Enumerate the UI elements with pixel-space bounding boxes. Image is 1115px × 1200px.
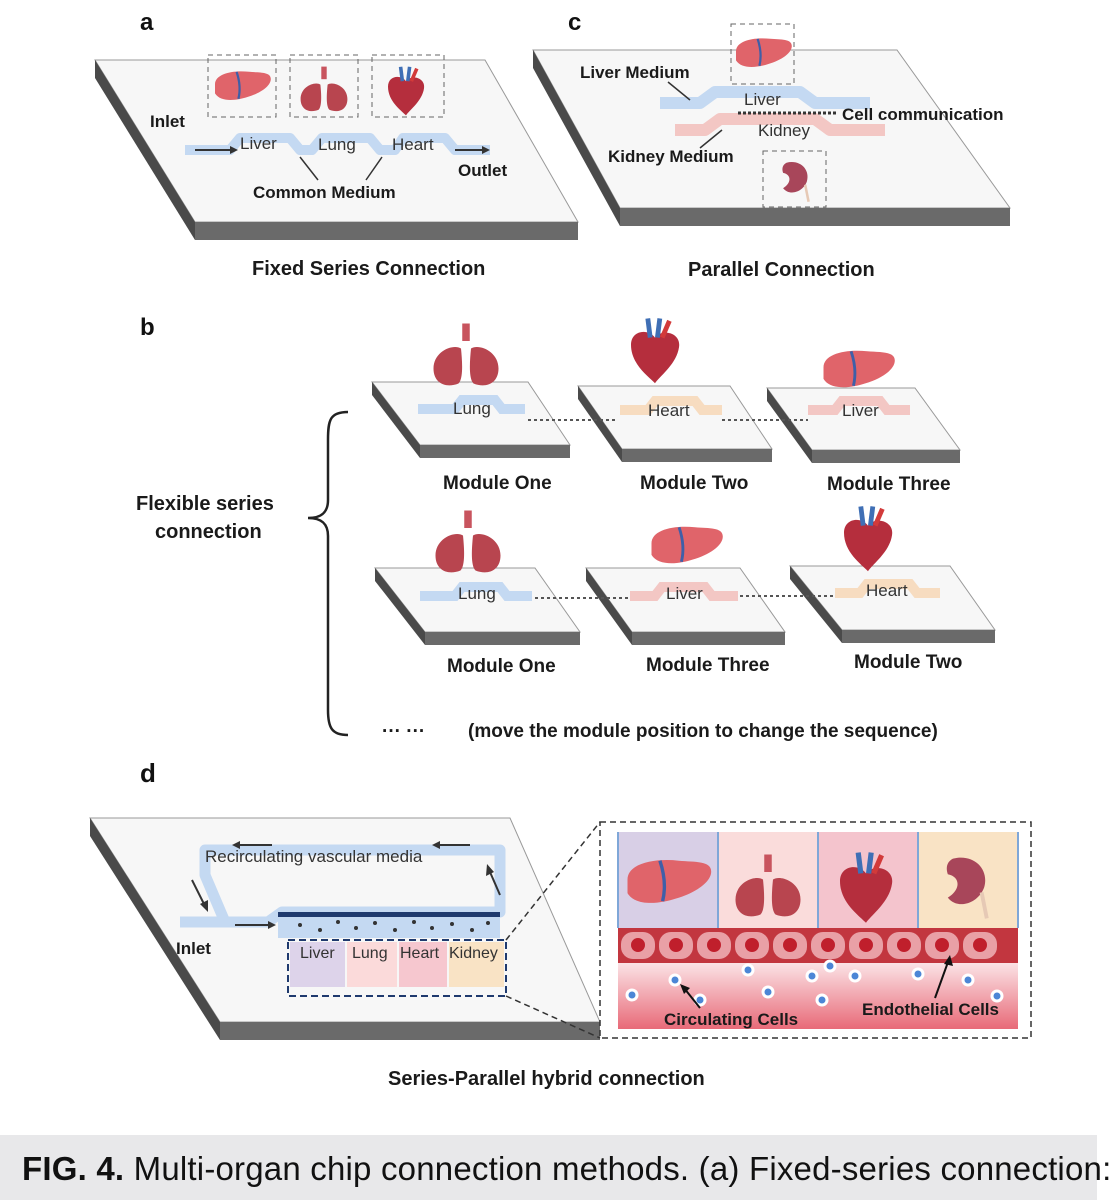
panel-c: c Liver Medium Kidney Medium Liver Kidne… <box>532 9 1011 281</box>
panel-b-row1-organ1: Lung <box>453 399 491 418</box>
panel-d-caption: Series-Parallel hybrid connection <box>388 1068 705 1090</box>
panel-a-lung-box <box>289 54 359 118</box>
panel-d-chamber-heart: Heart <box>400 945 440 962</box>
panel-a: a Inlet Outlet Liver Lung Heart Common M… <box>94 9 579 280</box>
panel-b-note: (move the module position to change the … <box>468 721 938 742</box>
panel-b-row1-organ2: Heart <box>648 401 690 420</box>
panel-d-circulating: Circulating Cells <box>664 1010 798 1029</box>
panel-a-organ-liver: Liver <box>240 134 277 153</box>
panel-b-row2-module3 <box>788 506 996 643</box>
figure-caption-label: FIG. 4. <box>22 1150 125 1187</box>
panel-b-row1-organ3: Liver <box>842 401 879 420</box>
panel-d-letter: d <box>140 758 156 788</box>
panel-d-chamber-liver: Liver <box>300 945 335 962</box>
panel-d-recirc-loop <box>180 844 506 928</box>
panel-b-row2-organ1: Lung <box>458 584 496 603</box>
panel-b-row2-module1 <box>373 510 581 645</box>
panel-c-kidney-medium: Kidney Medium <box>608 147 734 166</box>
panel-d-recirc: Recirculating vascular media <box>205 847 423 866</box>
panel-a-heart-box <box>371 54 445 118</box>
panel-a-inlet: Inlet <box>150 112 185 131</box>
panel-d-chamber-kidney: Kidney <box>449 945 498 962</box>
panel-b-row1-module1 <box>370 323 571 458</box>
panel-d-zoom-source <box>287 939 507 997</box>
panel-a-organ-heart: Heart <box>392 135 434 154</box>
panel-d-cells <box>298 920 490 932</box>
panel-b-row1-module1-label: Module One <box>443 473 552 494</box>
panel-b-bracket-line1: Flexible series <box>136 493 274 515</box>
panel-b-brace <box>307 410 349 737</box>
panel-b-row2-module1-label: Module One <box>447 656 556 677</box>
panel-b-row2-organ3: Heart <box>866 581 908 600</box>
panel-b-row2-module2-label: Module Three <box>646 655 770 676</box>
figure-caption-band <box>0 1135 1097 1200</box>
panel-b: b Flexible series connection Lun <box>136 314 996 742</box>
panel-c-kidney-label: Kidney <box>758 121 810 140</box>
panel-d-endothelial: Endothelial Cells <box>862 1000 999 1019</box>
panel-d: d Recirculating vascular media Inlet Liv… <box>89 758 1032 1090</box>
panel-b-ellipsis: ··· ··· <box>382 721 425 742</box>
panel-c-letter: c <box>568 9 581 36</box>
panel-a-medium: Common Medium <box>253 183 396 202</box>
figure-caption: FIG. 4. Multi-organ chip connection meth… <box>22 1150 1111 1188</box>
panel-c-kidney-box <box>762 150 827 208</box>
panel-b-row1-module2-label: Module Two <box>640 473 748 494</box>
panel-a-letter: a <box>140 9 154 36</box>
panel-b-row2-module3-label: Module Two <box>854 652 962 673</box>
panel-a-caption: Fixed Series Connection <box>252 258 485 280</box>
panel-b-row1-module3 <box>766 349 961 463</box>
panel-a-channel <box>185 133 490 155</box>
panel-a-outlet: Outlet <box>458 161 507 180</box>
multi-organ-chip-figure: a Inlet Outlet Liver Lung Heart Common M… <box>89 9 1032 1090</box>
panel-c-liver-box <box>730 23 795 85</box>
panel-d-zoom-inset: Circulating Cells Endothelial Cells <box>599 821 1032 1039</box>
panel-b-letter: b <box>140 314 155 341</box>
panel-c-communication: Cell communication <box>842 105 1004 124</box>
panel-c-liver-channel <box>660 86 870 109</box>
panel-b-row2-organ2: Liver <box>666 584 703 603</box>
panel-a-organ-lung: Lung <box>318 135 356 154</box>
panel-a-liver-box <box>207 54 277 118</box>
figure-caption-text: Multi-organ chip connection methods. (a)… <box>133 1150 1112 1187</box>
panel-d-inlet: Inlet <box>176 939 211 958</box>
panel-c-caption: Parallel Connection <box>688 259 875 281</box>
panel-c-liver-label: Liver <box>744 90 781 109</box>
panel-b-row2-module2 <box>585 525 786 645</box>
panel-b-bracket-line2: connection <box>155 521 262 543</box>
panel-b-row1-module2 <box>577 318 773 462</box>
panel-d-chamber-lung: Lung <box>352 945 388 962</box>
panel-c-liver-medium: Liver Medium <box>580 63 690 82</box>
panel-c-kidney-channel <box>675 113 885 136</box>
panel-b-row1-module3-label: Module Three <box>827 474 951 495</box>
